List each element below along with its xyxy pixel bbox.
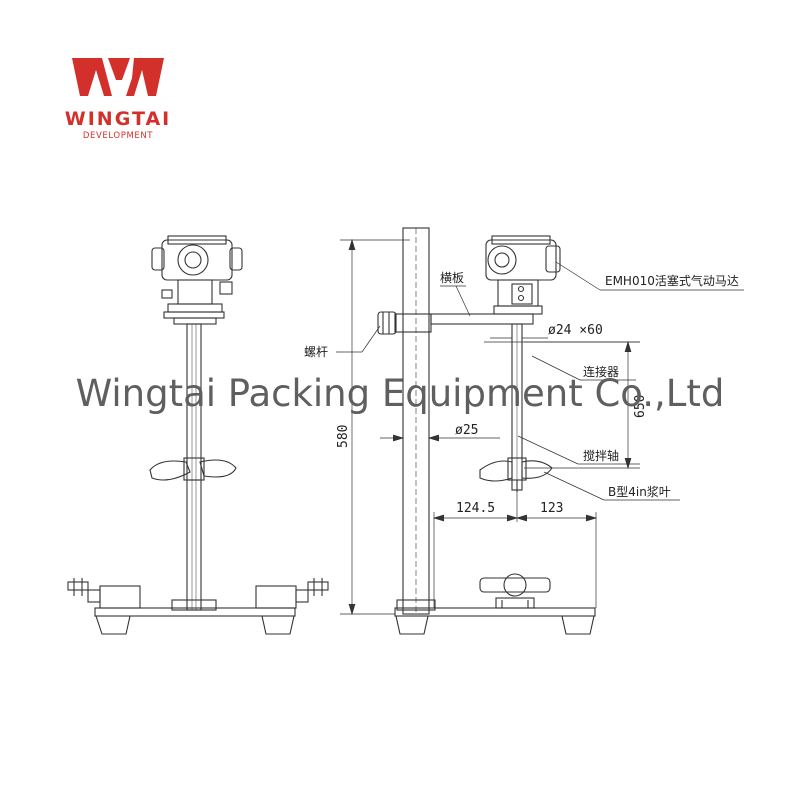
label-crossbar: 横板 [440,271,464,285]
left-shaft [186,323,202,611]
left-motor [151,235,243,325]
front-view [67,235,329,635]
leader-lines [336,261,744,501]
side-view [377,227,596,635]
left-base [67,578,329,635]
label-screw: 螺杆 [304,345,328,359]
logo-brand-text: WINGTAI [64,108,172,130]
right-motor [485,235,561,315]
label-motor: EMH010活塞式气动马达 [605,273,739,288]
company-watermark: Wingtai Packing Equipment Co.,Ltd [75,372,725,415]
right-base [394,573,596,635]
dim-left-offset: 124.5 [456,501,495,516]
logo-tagline-text: DEVELOPMENT [82,131,154,141]
dimension-lines [340,238,640,616]
dim-connector: ø24 ×60 [548,323,603,338]
label-shaft: 搅拌轴 [583,448,619,463]
label-impeller: B型4in浆叶 [608,484,671,499]
left-impeller [149,457,237,481]
dim-height: 580 [336,425,351,448]
screw-knob [377,311,397,335]
crossbar [430,313,534,325]
dim-right-offset: 123 [540,501,563,516]
dim-shaft-length: 650 [633,395,648,418]
wingtai-logo: WINGTAI DEVELOPMENT [58,50,178,146]
right-impeller [479,457,553,492]
label-connector: 连接器 [583,364,619,379]
column-clamp [394,313,432,333]
dim-column-diameter: ø25 [455,423,478,438]
logo-mark-icon [72,58,164,96]
